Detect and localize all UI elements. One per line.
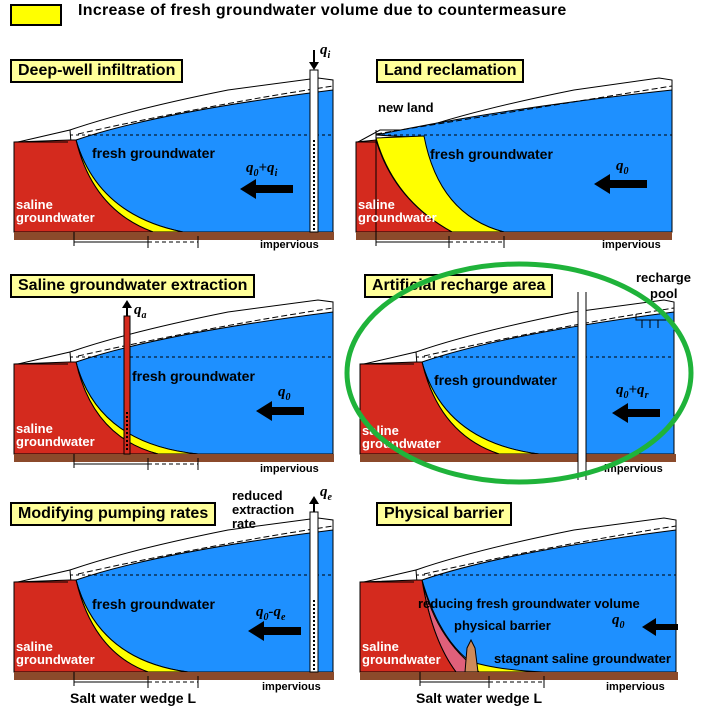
saline-zone	[359, 361, 500, 455]
fresh-label: fresh groundwater	[434, 372, 557, 388]
panel-title: Modifying pumping rates	[10, 502, 217, 526]
well-arrow-head	[309, 496, 319, 504]
panel-saline-groundwater-extraction: Saline groundwater extraction fresh grou…	[8, 272, 360, 487]
saline-zone	[13, 139, 154, 233]
impervious-layer	[360, 454, 676, 462]
land-reclamation-diagram	[355, 77, 673, 248]
impervious-label: impervious	[260, 239, 319, 251]
panel-modifying-pumping-rates: Modifying pumping rates reduced extracti…	[8, 484, 360, 706]
impervious-label: impervious	[602, 239, 661, 251]
impervious-layer	[14, 454, 334, 462]
impervious-label: impervious	[260, 463, 319, 475]
reducing-label: reducing fresh groundwater volume	[418, 596, 640, 611]
impervious-label: impervious	[606, 681, 665, 693]
saline-label-2: groundwater	[16, 434, 95, 449]
panel-physical-barrier: Physical barrier reducing fresh groundwa…	[354, 490, 706, 706]
wedge-label: Salt water wedge L	[416, 690, 543, 706]
break-gap	[578, 292, 586, 480]
pool-label: pool	[650, 286, 678, 301]
well-q-label: qe	[320, 484, 332, 503]
saline-label: saline	[362, 639, 399, 654]
saline-label-2: groundwater	[16, 210, 95, 225]
panel-title: Deep-well infiltration	[10, 59, 184, 83]
impervious-label: impervious	[262, 681, 321, 693]
pumping-diagram	[13, 496, 334, 688]
flow-label: q0	[278, 384, 291, 403]
panel-title: Artificial recharge area	[364, 274, 554, 298]
barrier-label: physical barrier	[454, 618, 551, 633]
saline-label-2: groundwater	[358, 210, 437, 225]
panel-title: Physical barrier	[376, 502, 513, 526]
flow-arrow-body	[264, 407, 304, 415]
flow-label: q0+qi	[246, 160, 278, 179]
impervious-label: impervious	[604, 463, 663, 475]
flow-arrow-head	[642, 618, 656, 636]
impervious-layer	[14, 672, 334, 680]
flow-arrow-body	[256, 627, 301, 635]
highlight-ellipse	[344, 261, 694, 485]
saline-label-2: groundwater	[16, 652, 95, 667]
flow-arrow-head	[240, 179, 256, 199]
legend-swatch	[10, 4, 62, 26]
well-arrow-head	[309, 62, 319, 70]
flow-arrow-body	[602, 180, 647, 188]
saline-zone	[359, 579, 457, 673]
new-land-label: new land	[378, 100, 434, 115]
fresh-label: fresh groundwater	[132, 368, 255, 384]
well-q-label: qa	[134, 302, 147, 321]
saline-label-2: groundwater	[362, 652, 441, 667]
panel-title: Saline groundwater extraction	[10, 274, 256, 298]
deep-well-diagram	[13, 50, 334, 248]
saline-zone	[13, 361, 159, 455]
saline-label: saline	[358, 197, 395, 212]
legend-text: Increase of fresh groundwater volume due…	[78, 2, 567, 19]
flow-arrow-body	[248, 185, 293, 193]
fresh-label: fresh groundwater	[92, 596, 215, 612]
saline-extraction-diagram	[13, 299, 334, 470]
water-table	[423, 525, 677, 575]
flow-arrow-body	[650, 624, 678, 630]
artificial-recharge-diagram	[359, 292, 676, 480]
panel-deep-well-infiltration: Deep-well infiltration fresh groundwater…	[8, 42, 360, 265]
water-table	[77, 85, 334, 135]
flow-arrow-body	[620, 409, 660, 417]
saline-label: saline	[16, 197, 53, 212]
well-q-label: qi	[320, 42, 331, 61]
flow-arrow-head	[256, 401, 272, 421]
flow-arrow-head	[248, 621, 264, 641]
flow-label: q0	[616, 158, 629, 177]
saline-label: saline	[16, 421, 53, 436]
saline-zone	[13, 579, 149, 673]
flow-arrow-head	[612, 403, 628, 423]
saline-label: saline	[16, 639, 53, 654]
wedge-label: Salt water wedge L	[70, 690, 197, 706]
water-table	[77, 307, 334, 357]
water-table	[423, 307, 675, 357]
fresh-zone	[421, 529, 677, 673]
flow-arrow-head	[594, 174, 610, 194]
reduced-label: reduced	[232, 488, 283, 503]
flow-label: q0-qe	[256, 604, 286, 623]
recharge-label: recharge	[636, 270, 691, 285]
extraction-label: extraction	[232, 502, 295, 517]
panel-artificial-recharge-area: Artificial recharge area recharge pool f…	[354, 270, 706, 487]
flow-label: q0+qr	[616, 382, 649, 401]
panel-land-reclamation: Land reclamation new land fresh groundwa…	[354, 50, 706, 265]
water-table	[77, 525, 334, 575]
saline-zone	[355, 139, 453, 233]
impervious-layer	[360, 672, 678, 680]
water-table	[375, 85, 673, 135]
legend: Increase of fresh groundwater volume due…	[10, 0, 710, 30]
fresh-label: fresh groundwater	[430, 146, 553, 162]
flow-label: q0	[612, 612, 625, 631]
physical-barrier-diagram	[359, 517, 678, 688]
impervious-layer	[356, 232, 672, 240]
well-arrow-head	[122, 300, 132, 308]
stagnant-label: stagnant saline groundwater	[494, 651, 671, 666]
panel-title: Land reclamation	[376, 59, 525, 83]
rate-label: rate	[232, 516, 256, 531]
impervious-layer	[14, 232, 334, 240]
fresh-label: fresh groundwater	[92, 145, 215, 161]
